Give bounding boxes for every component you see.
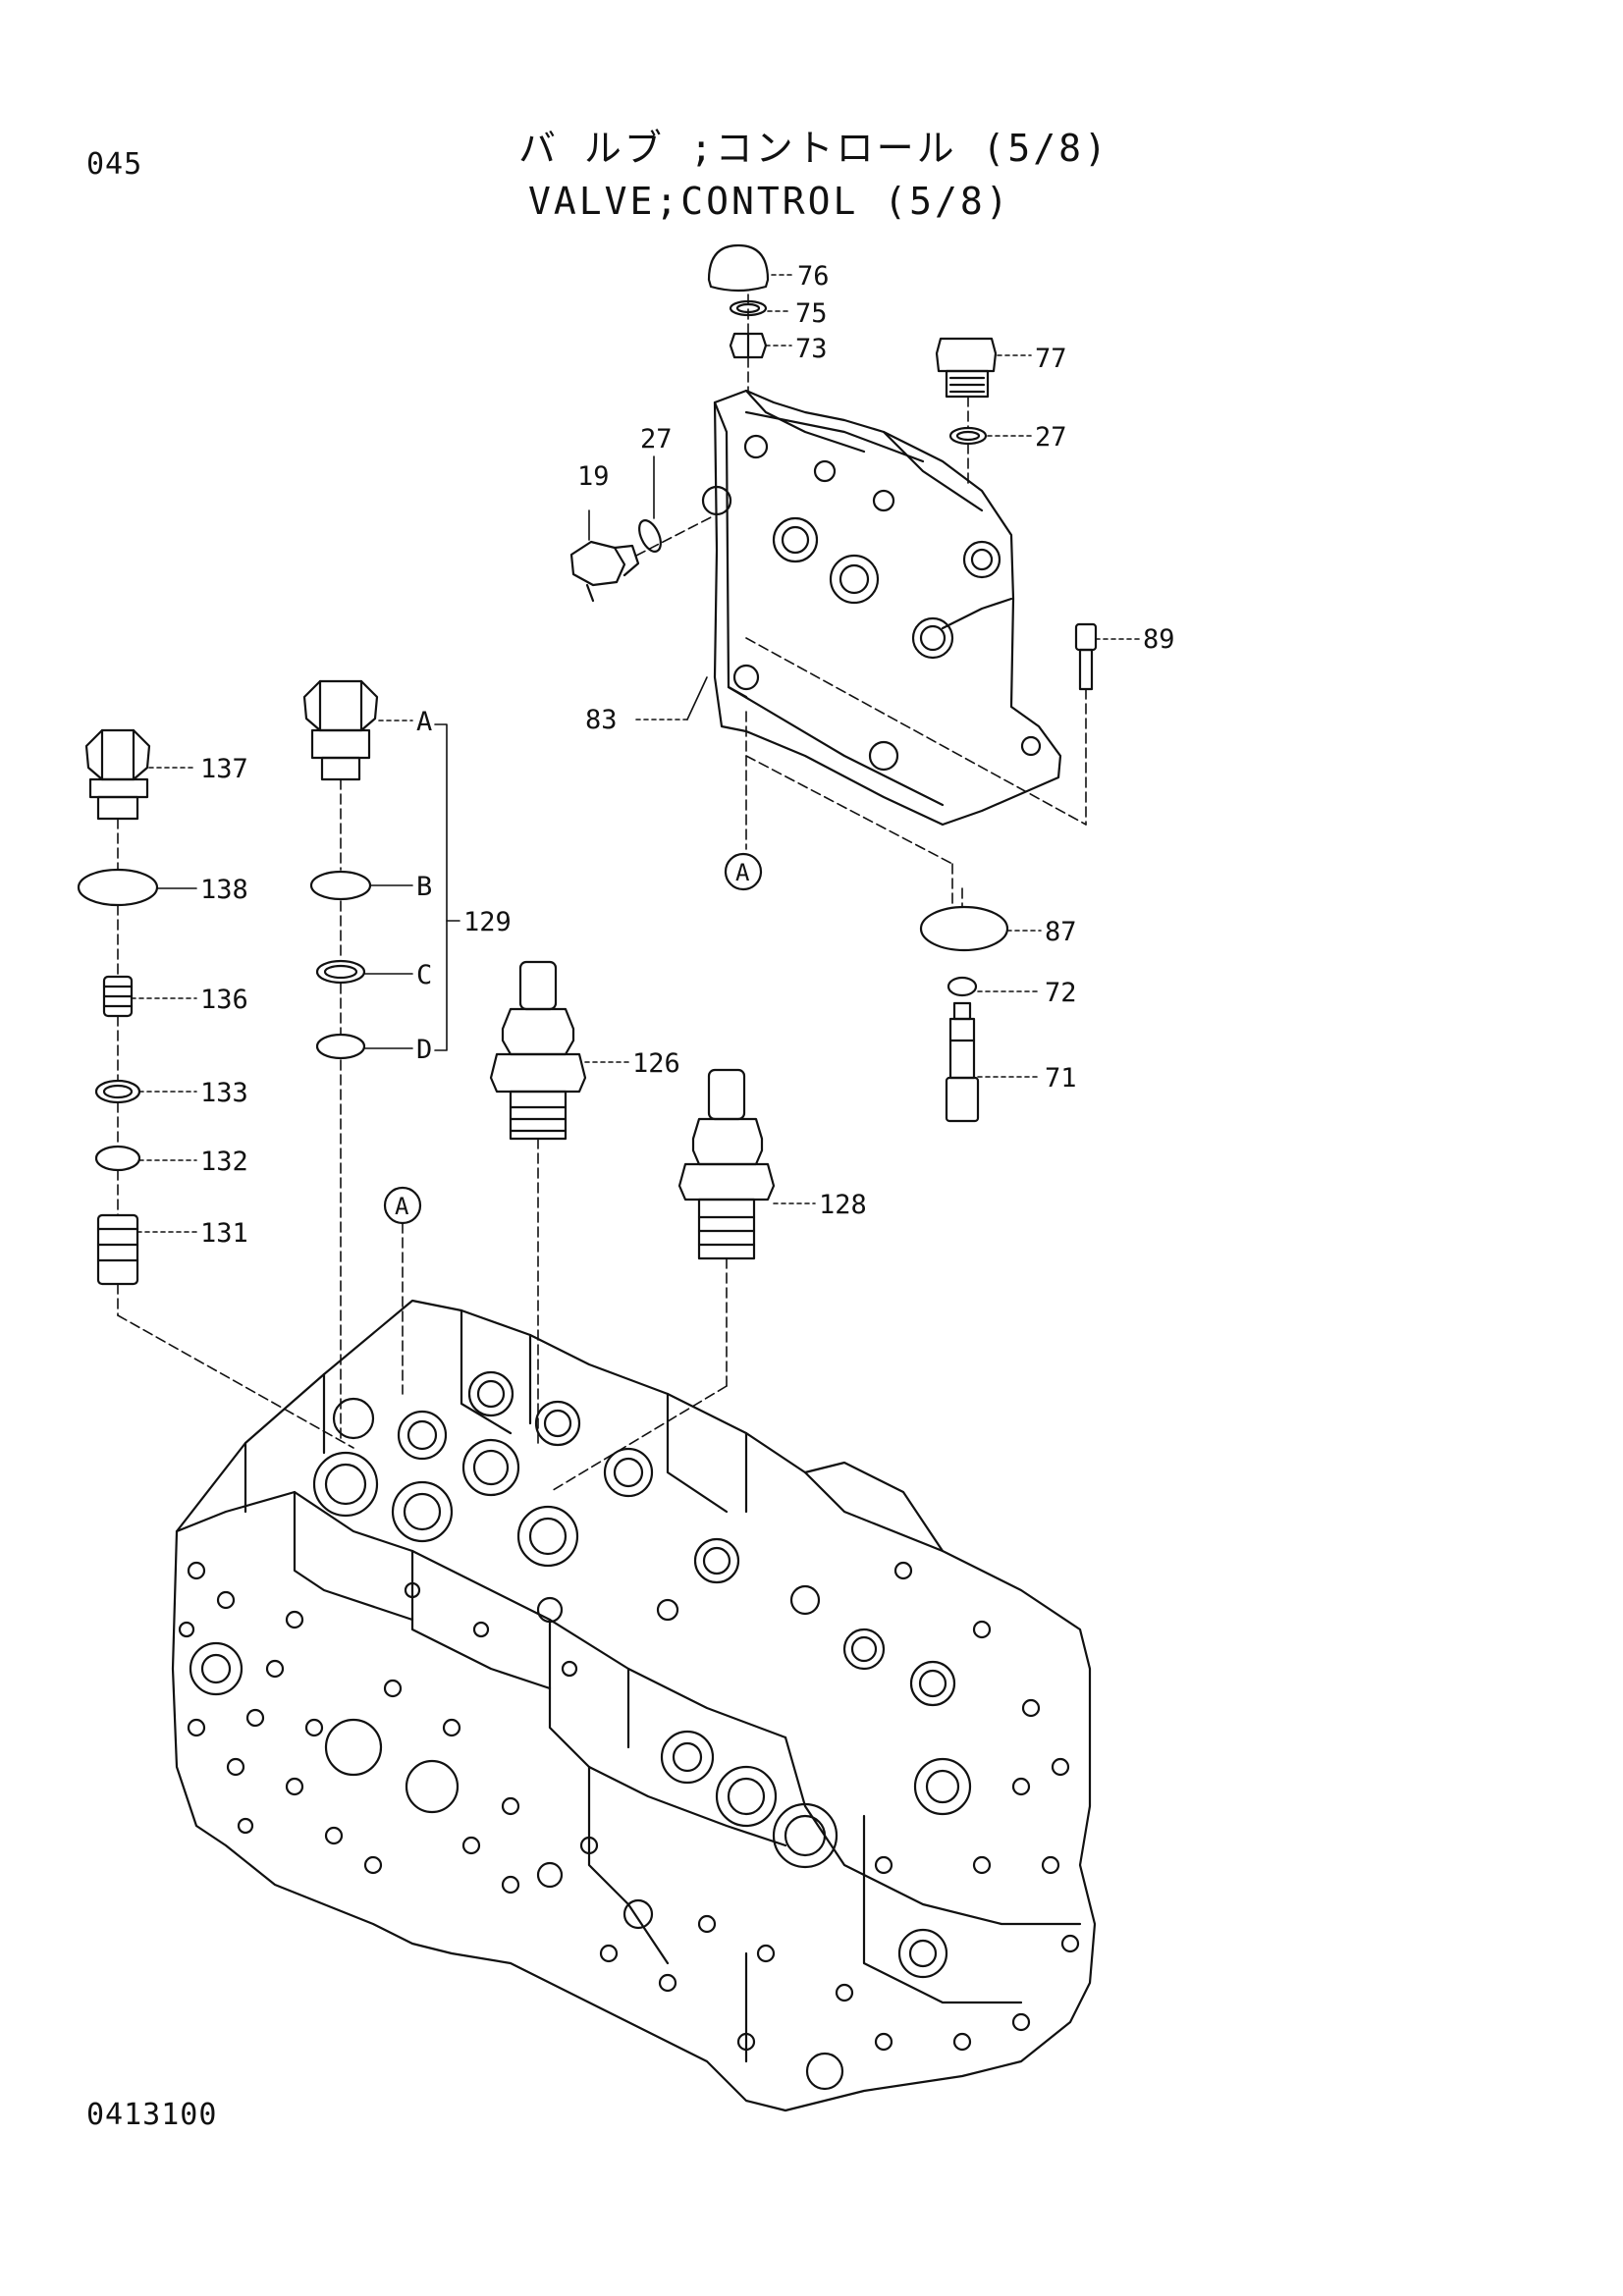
callout-89: 89: [1143, 624, 1175, 655]
leader-lines-upper: [747, 274, 794, 394]
callout-136: 136: [200, 985, 248, 1015]
callout-27-right: 27: [1035, 422, 1067, 453]
part-137-plug: [84, 728, 151, 821]
callout-83: 83: [585, 705, 618, 735]
part-71-pin: [945, 1001, 980, 1123]
callout-27-left: 27: [640, 424, 673, 454]
leader-lines-19: [588, 455, 716, 557]
callout-73: 73: [795, 334, 828, 364]
callout-128: 128: [819, 1190, 867, 1220]
leader-lines-126: [537, 1061, 629, 1444]
part-129A-plug: [302, 679, 379, 781]
part-128-valve: [677, 1068, 776, 1260]
callout-77: 77: [1035, 344, 1067, 374]
callout-129-B: B: [416, 872, 432, 902]
callout-129-D: D: [416, 1035, 432, 1065]
part-136-spring: [102, 975, 134, 1018]
main-valve-body: [171, 1299, 1097, 2112]
figure-number: 0413100: [86, 2098, 218, 2132]
part-87-oring: [919, 905, 1009, 952]
callout-129: 129: [463, 907, 512, 937]
part-72-ring: [947, 976, 978, 997]
part-138-oring: [77, 868, 159, 907]
leader-lines-87: [961, 887, 1042, 1078]
part-129B-oring: [309, 870, 372, 901]
title-english: VALVE;CONTROL (5/8): [528, 180, 1011, 223]
callout-87: 87: [1045, 917, 1077, 947]
part-131-seat: [96, 1213, 139, 1286]
callout-19: 19: [577, 461, 610, 492]
callout-126: 126: [632, 1048, 680, 1079]
part-126-valve: [489, 960, 587, 1141]
part-83-valve-block: [701, 389, 1062, 827]
callout-138: 138: [200, 875, 248, 905]
callout-71: 71: [1045, 1063, 1077, 1094]
part-27-oring-right: [948, 426, 988, 446]
leader-lines-129: [340, 720, 460, 1444]
part-132-oring: [94, 1145, 141, 1172]
part-73-nut: [729, 332, 768, 359]
circle-A-top: [724, 852, 763, 891]
leader-lines-83: [635, 637, 1140, 904]
part-133-ring: [94, 1079, 141, 1104]
callout-129-C: C: [416, 960, 432, 990]
callout-133: 133: [200, 1078, 248, 1108]
part-27-oring-left: [638, 519, 662, 553]
callout-75: 75: [795, 298, 828, 329]
callout-72: 72: [1045, 978, 1077, 1008]
callout-A-top: A: [735, 859, 750, 886]
callout-A-mid: A: [395, 1193, 409, 1220]
part-129D-oring: [315, 1033, 366, 1060]
callout-132: 132: [200, 1147, 248, 1177]
part-89-bolt: [1074, 622, 1098, 691]
callout-129-A: A: [416, 707, 432, 737]
title-japanese: バ ルブ ;コントロール (5/8): [518, 127, 1109, 170]
callout-131: 131: [200, 1218, 248, 1249]
leader-lines-77: [967, 354, 1032, 487]
leader-lines-128: [549, 1202, 816, 1493]
callout-76: 76: [797, 261, 830, 292]
part-19-plug: [569, 540, 640, 603]
page-number: 045: [86, 147, 143, 182]
part-77-plug: [935, 337, 998, 399]
leader-lines-left-stack: [117, 767, 354, 1449]
part-129C-ring: [315, 959, 366, 985]
callout-137: 137: [200, 754, 248, 784]
part-76-cap: [707, 243, 770, 293]
circle-A-mid: [383, 1186, 422, 1395]
